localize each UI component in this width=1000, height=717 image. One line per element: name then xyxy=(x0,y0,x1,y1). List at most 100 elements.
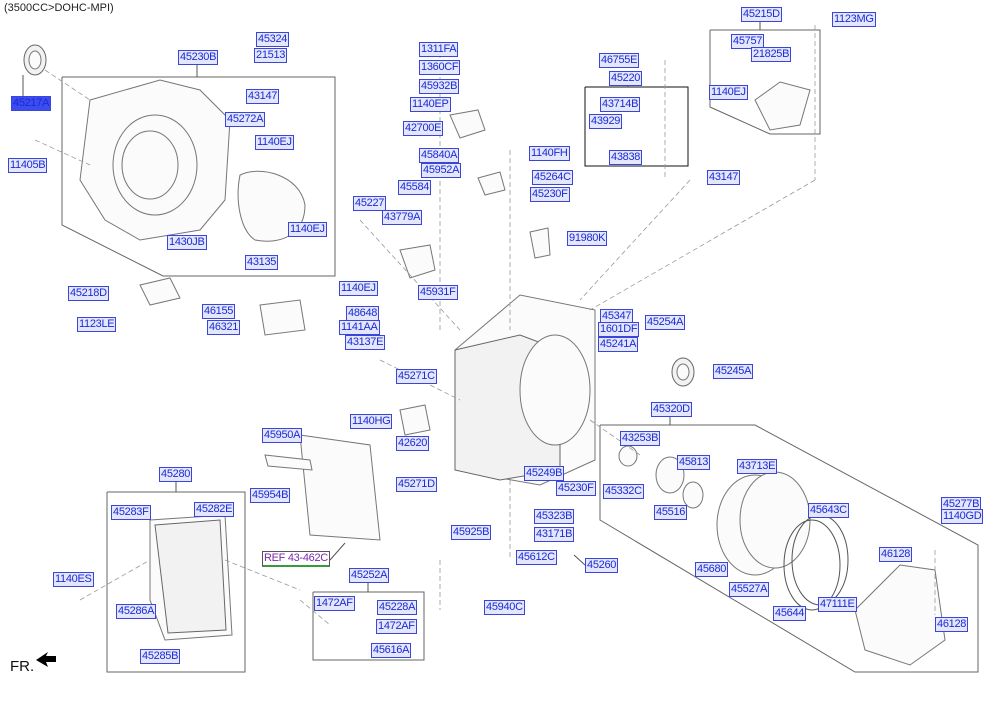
part-label-45840A[interactable]: 45840A xyxy=(419,148,460,163)
part-label-43838[interactable]: 43838 xyxy=(609,150,643,165)
part-label-45228A[interactable]: 45228A xyxy=(377,600,418,615)
part-label-47111E[interactable]: 47111E xyxy=(818,597,857,612)
part-label-1601DF[interactable]: 1601DF xyxy=(598,322,640,337)
part-label-1141AA[interactable]: 1141AA xyxy=(339,320,380,335)
part-label-45332C[interactable]: 45332C xyxy=(603,484,644,499)
part-label-45245A[interactable]: 45245A xyxy=(713,364,754,379)
group-box-45280 xyxy=(106,491,246,673)
part-label-48648[interactable]: 48648 xyxy=(346,306,380,321)
part-label-21825B[interactable]: 21825B xyxy=(751,47,792,62)
part-label-1472AF[interactable]: 1472AF xyxy=(376,619,417,634)
part-label-46155[interactable]: 46155 xyxy=(202,304,236,319)
part-label-1140EP[interactable]: 1140EP xyxy=(410,97,451,112)
part-label-45643C[interactable]: 45643C xyxy=(808,503,849,518)
part-label-45932B[interactable]: 45932B xyxy=(419,79,460,94)
part-label-46128[interactable]: 46128 xyxy=(879,547,913,562)
part-label-1140EJ[interactable]: 1140EJ xyxy=(255,135,294,150)
part-label-1140FH[interactable]: 1140FH xyxy=(529,146,570,161)
part-label-1140EJ[interactable]: 1140EJ xyxy=(339,281,378,296)
part-label-46755E[interactable]: 46755E xyxy=(599,53,640,68)
part-label-45220[interactable]: 45220 xyxy=(609,71,643,86)
part-label-45680[interactable]: 45680 xyxy=(695,562,729,577)
part-label-46321[interactable]: 46321 xyxy=(207,320,241,335)
part-label-45616A[interactable]: 45616A xyxy=(371,643,412,658)
valve-body xyxy=(299,434,381,541)
part-label-1140HG[interactable]: 1140HG xyxy=(350,414,393,429)
part-label-43137E[interactable]: 43137E xyxy=(345,335,386,350)
part-label-11405B[interactable]: 11405B xyxy=(8,158,48,173)
part-label-45230F[interactable]: 45230F xyxy=(530,187,570,202)
part-label-1360CF[interactable]: 1360CF xyxy=(419,60,461,75)
part-label-46128[interactable]: 46128 xyxy=(935,617,969,632)
part-label-45277B[interactable]: 45277B xyxy=(941,497,982,512)
part-label-45584[interactable]: 45584 xyxy=(398,180,432,195)
part-label-45757[interactable]: 45757 xyxy=(731,34,765,49)
part-label-45954B[interactable]: 45954B xyxy=(250,488,291,503)
part-label-45283F[interactable]: 45283F xyxy=(111,505,151,520)
part-label-45950A[interactable]: 45950A xyxy=(262,428,303,443)
part-label-45282E[interactable]: 45282E xyxy=(194,502,235,517)
part-label-45952A[interactable]: 45952A xyxy=(421,163,462,178)
part-label-1311FA[interactable]: 1311FA xyxy=(419,42,459,57)
part-label-45644[interactable]: 45644 xyxy=(773,606,807,621)
part-label-45940C[interactable]: 45940C xyxy=(484,600,525,615)
part-label-45323B[interactable]: 45323B xyxy=(534,509,575,524)
part-label-45241A[interactable]: 45241A xyxy=(598,337,639,352)
part-label-42620[interactable]: 42620 xyxy=(396,436,430,451)
part-label-1123MG[interactable]: 1123MG xyxy=(832,12,876,27)
part-label-45516[interactable]: 45516 xyxy=(654,505,688,520)
part-label-43135[interactable]: 43135 xyxy=(245,255,279,270)
part-label-43253B[interactable]: 43253B xyxy=(620,431,661,446)
part-label-1140GD[interactable]: 1140GD xyxy=(941,509,984,524)
part-label-43713E[interactable]: 43713E xyxy=(737,459,778,474)
part-label-45813[interactable]: 45813 xyxy=(677,455,711,470)
part-label-1472AF[interactable]: 1472AF xyxy=(314,596,355,611)
part-label-45215D[interactable]: 45215D xyxy=(741,7,782,22)
part-label-1123LE[interactable]: 1123LE xyxy=(77,317,117,332)
transaxle-case xyxy=(79,79,306,242)
part-label-45320D[interactable]: 45320D xyxy=(651,402,692,417)
transmission-housing xyxy=(454,294,596,486)
part-label-45260[interactable]: 45260 xyxy=(585,558,619,573)
part-label-45227[interactable]: 45227 xyxy=(353,196,387,211)
part-label-45252A[interactable]: 45252A xyxy=(349,568,390,583)
part-label-1140EJ[interactable]: 1140EJ xyxy=(288,222,327,237)
part-label-45249B[interactable]: 45249B xyxy=(524,466,565,481)
part-label-45217A[interactable]: 45217A xyxy=(11,96,52,111)
part-label-43779A[interactable]: 43779A xyxy=(382,210,423,225)
part-label-43714B[interactable]: 43714B xyxy=(600,97,641,112)
part-label-1140ES[interactable]: 1140ES xyxy=(53,572,94,587)
reference-link[interactable]: REF 43-462C xyxy=(262,551,330,567)
part-label-45230F[interactable]: 45230F xyxy=(556,481,596,496)
engine-caption: (3500CC>DOHC-MPI) xyxy=(4,2,114,14)
part-label-45230B[interactable]: 45230B xyxy=(178,50,219,65)
part-label-45286A[interactable]: 45286A xyxy=(116,604,157,619)
part-label-43171B[interactable]: 43171B xyxy=(534,527,575,542)
part-label-45925B[interactable]: 45925B xyxy=(451,525,492,540)
part-label-43147[interactable]: 43147 xyxy=(246,89,280,104)
part-label-42700E[interactable]: 42700E xyxy=(403,121,444,136)
part-label-45931F[interactable]: 45931F xyxy=(418,285,458,300)
part-label-1430JB[interactable]: 1430JB xyxy=(167,235,207,250)
part-label-21513[interactable]: 21513 xyxy=(254,48,288,63)
part-label-45264C[interactable]: 45264C xyxy=(532,170,573,185)
group-box-45252A xyxy=(312,591,425,661)
part-label-45271C[interactable]: 45271C xyxy=(396,369,437,384)
part-label-45324[interactable]: 45324 xyxy=(256,32,290,47)
seal-ring-45217A xyxy=(23,44,47,76)
part-label-45254A[interactable]: 45254A xyxy=(645,315,686,330)
part-label-45272A[interactable]: 45272A xyxy=(225,112,266,127)
part-label-45280[interactable]: 45280 xyxy=(159,467,193,482)
part-label-1140EJ[interactable]: 1140EJ xyxy=(709,85,748,100)
part-label-91980K[interactable]: 91980K xyxy=(567,231,608,246)
part-label-45285B[interactable]: 45285B xyxy=(140,649,181,664)
part-label-45527A[interactable]: 45527A xyxy=(729,582,770,597)
rear-cover xyxy=(854,564,946,666)
part-label-45218D[interactable]: 45218D xyxy=(68,286,109,301)
part-label-45271D[interactable]: 45271D xyxy=(396,477,437,492)
part-label-45612C[interactable]: 45612C xyxy=(516,550,557,565)
part-label-43929[interactable]: 43929 xyxy=(589,114,623,129)
part-label-43147[interactable]: 43147 xyxy=(707,170,741,185)
